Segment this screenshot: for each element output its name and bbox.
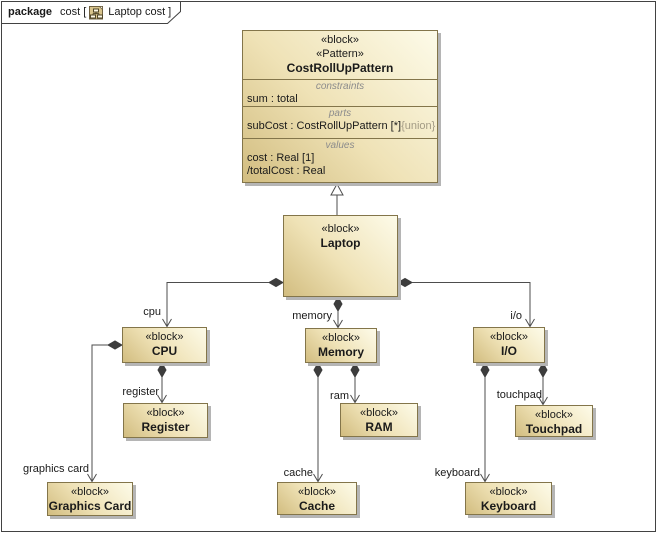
block-laptop[interactable]: «block» Laptop [283,215,398,297]
part-subcost[interactable]: subCost : CostRollUpPattern [*]{union} [243,120,437,133]
diagram-tab[interactable]: package cost [ Laptop cost ] [1,1,182,25]
block-name: CostRollUpPattern [286,61,394,75]
role-label-keyboard[interactable]: keyboard [434,467,480,479]
block-touchpad[interactable]: «block» Touchpad [515,405,593,437]
value-totalcost[interactable]: /totalCost : Real [247,165,326,177]
composition-io-touchpad[interactable] [538,361,548,406]
stereotype-block: «block» [490,331,528,343]
values-compartment: values cost : Real [1] /totalCost : Real [243,138,437,184]
stereotype-pattern: «Pattern» [316,48,364,60]
tab-package-name: cost [60,6,81,18]
tab-close-bracket: ] [168,6,172,18]
block-name: Graphics Card [48,499,132,513]
role-label-cpu[interactable]: cpu [143,306,161,318]
block-keyboard[interactable]: «block» Keyboard [465,482,552,515]
block-costrolluppattern[interactable]: «block» «Pattern» CostRollUpPattern cons… [242,30,438,183]
role-label-register[interactable]: register [122,386,159,398]
block-io[interactable]: «block» I/O [473,327,545,363]
block-ram[interactable]: «block» RAM [340,403,418,437]
bdd-diagram-icon [89,6,104,20]
constraints-compartment: constraints sum : total [243,79,437,106]
stereotype-block: «block» [322,332,360,344]
block-name: Cache [298,499,336,513]
constraint-sum-total[interactable]: sum : total [247,93,298,105]
block-register[interactable]: «block» Register [123,403,208,438]
block-cpu[interactable]: «block» CPU [122,327,207,363]
composition-laptop-cpu[interactable] [162,277,285,328]
composition-cpu-register[interactable] [157,361,167,404]
block-name: Register [141,420,190,434]
tab-keyword: package [8,6,53,18]
block-name: I/O [500,344,517,358]
stereotype-block: «block» [146,407,185,419]
block-memory[interactable]: «block» Memory [305,328,377,363]
role-label-touchpad[interactable]: touchpad [496,389,542,401]
role-label-ram[interactable]: ram [330,390,349,402]
value-cost[interactable]: cost : Real [1] [247,152,315,164]
stereotype-block: «block» [71,486,109,498]
stereotype-block: «block» [360,407,398,419]
stereotype-block: «block» [321,34,359,46]
block-name: Keyboard [480,499,537,513]
stereotype-block: «block» [535,409,573,421]
composition-cpu-graphics-card[interactable] [87,340,124,483]
composition-io-keyboard[interactable] [480,361,490,483]
part-subcost-text: subCost : CostRollUpPattern [*] [247,120,402,132]
stereotype-block: «block» [298,486,336,498]
values-title: values [325,140,355,151]
composition-laptop-memory[interactable] [333,295,343,329]
tab-open-bracket: [ [83,6,87,18]
role-label-cache[interactable]: cache [283,467,313,479]
parts-compartment: parts subCost : CostRollUpPattern [*]{un… [243,106,437,138]
block-name: Memory [317,345,364,359]
block-name: RAM [365,420,393,434]
composition-memory-cache[interactable] [313,361,323,483]
composition-laptop-io[interactable] [396,277,535,328]
stereotype-block: «block» [145,331,184,343]
role-label-memory[interactable]: memory [292,310,332,322]
role-label-graphics-card[interactable]: graphics card [22,463,89,475]
block-graphics-card[interactable]: «block» Graphics Card [47,482,133,516]
parts-title: parts [328,108,352,119]
constraints-title: constraints [315,81,365,92]
block-name: CPU [151,344,178,358]
generalization-laptop-costrolluppattern[interactable] [330,182,344,215]
part-subcost-union: {union} [401,120,436,132]
tab-diagram-name: Laptop cost [108,6,166,18]
block-name: Touchpad [525,422,583,436]
stereotype-block: «block» [489,486,528,498]
block-name: Laptop [320,236,361,250]
composition-memory-ram[interactable] [350,361,360,404]
stereotype-block: «block» [321,223,360,235]
role-label-io[interactable]: i/o [510,310,522,322]
diagram-frame [1,1,656,532]
block-cache[interactable]: «block» Cache [277,482,357,515]
